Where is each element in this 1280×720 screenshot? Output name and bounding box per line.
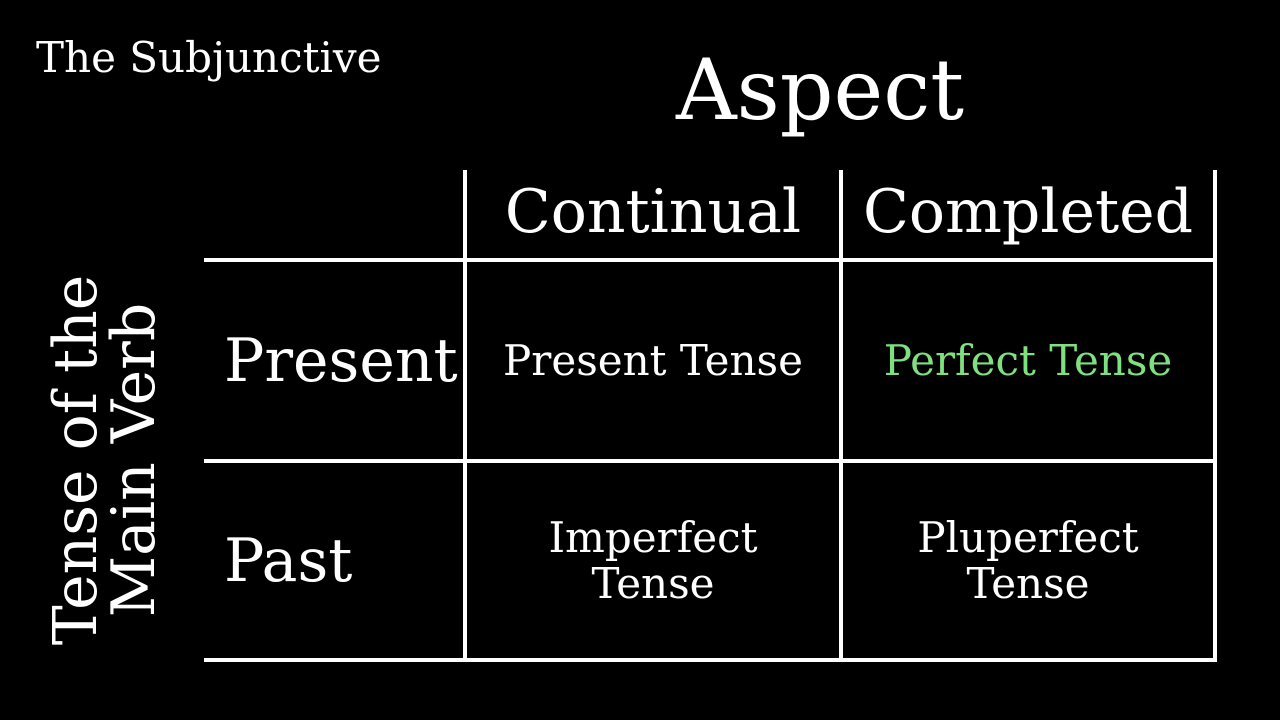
- cell-present-completed: Perfect Tense: [883, 336, 1173, 385]
- column-header-completed: Completed: [862, 177, 1194, 247]
- slide-title: The Subjunctive: [36, 33, 382, 82]
- cell-past-continual: Imperfect Tense: [548, 513, 758, 608]
- cell-past-completed: Pluperfect Tense: [917, 513, 1139, 608]
- row-header-present: Present: [224, 326, 458, 396]
- row-header-past: Past: [224, 526, 353, 596]
- aspect-heading: Aspect: [675, 41, 965, 139]
- cell-present-continual: Present Tense: [503, 336, 803, 385]
- column-header-continual: Continual: [504, 177, 802, 247]
